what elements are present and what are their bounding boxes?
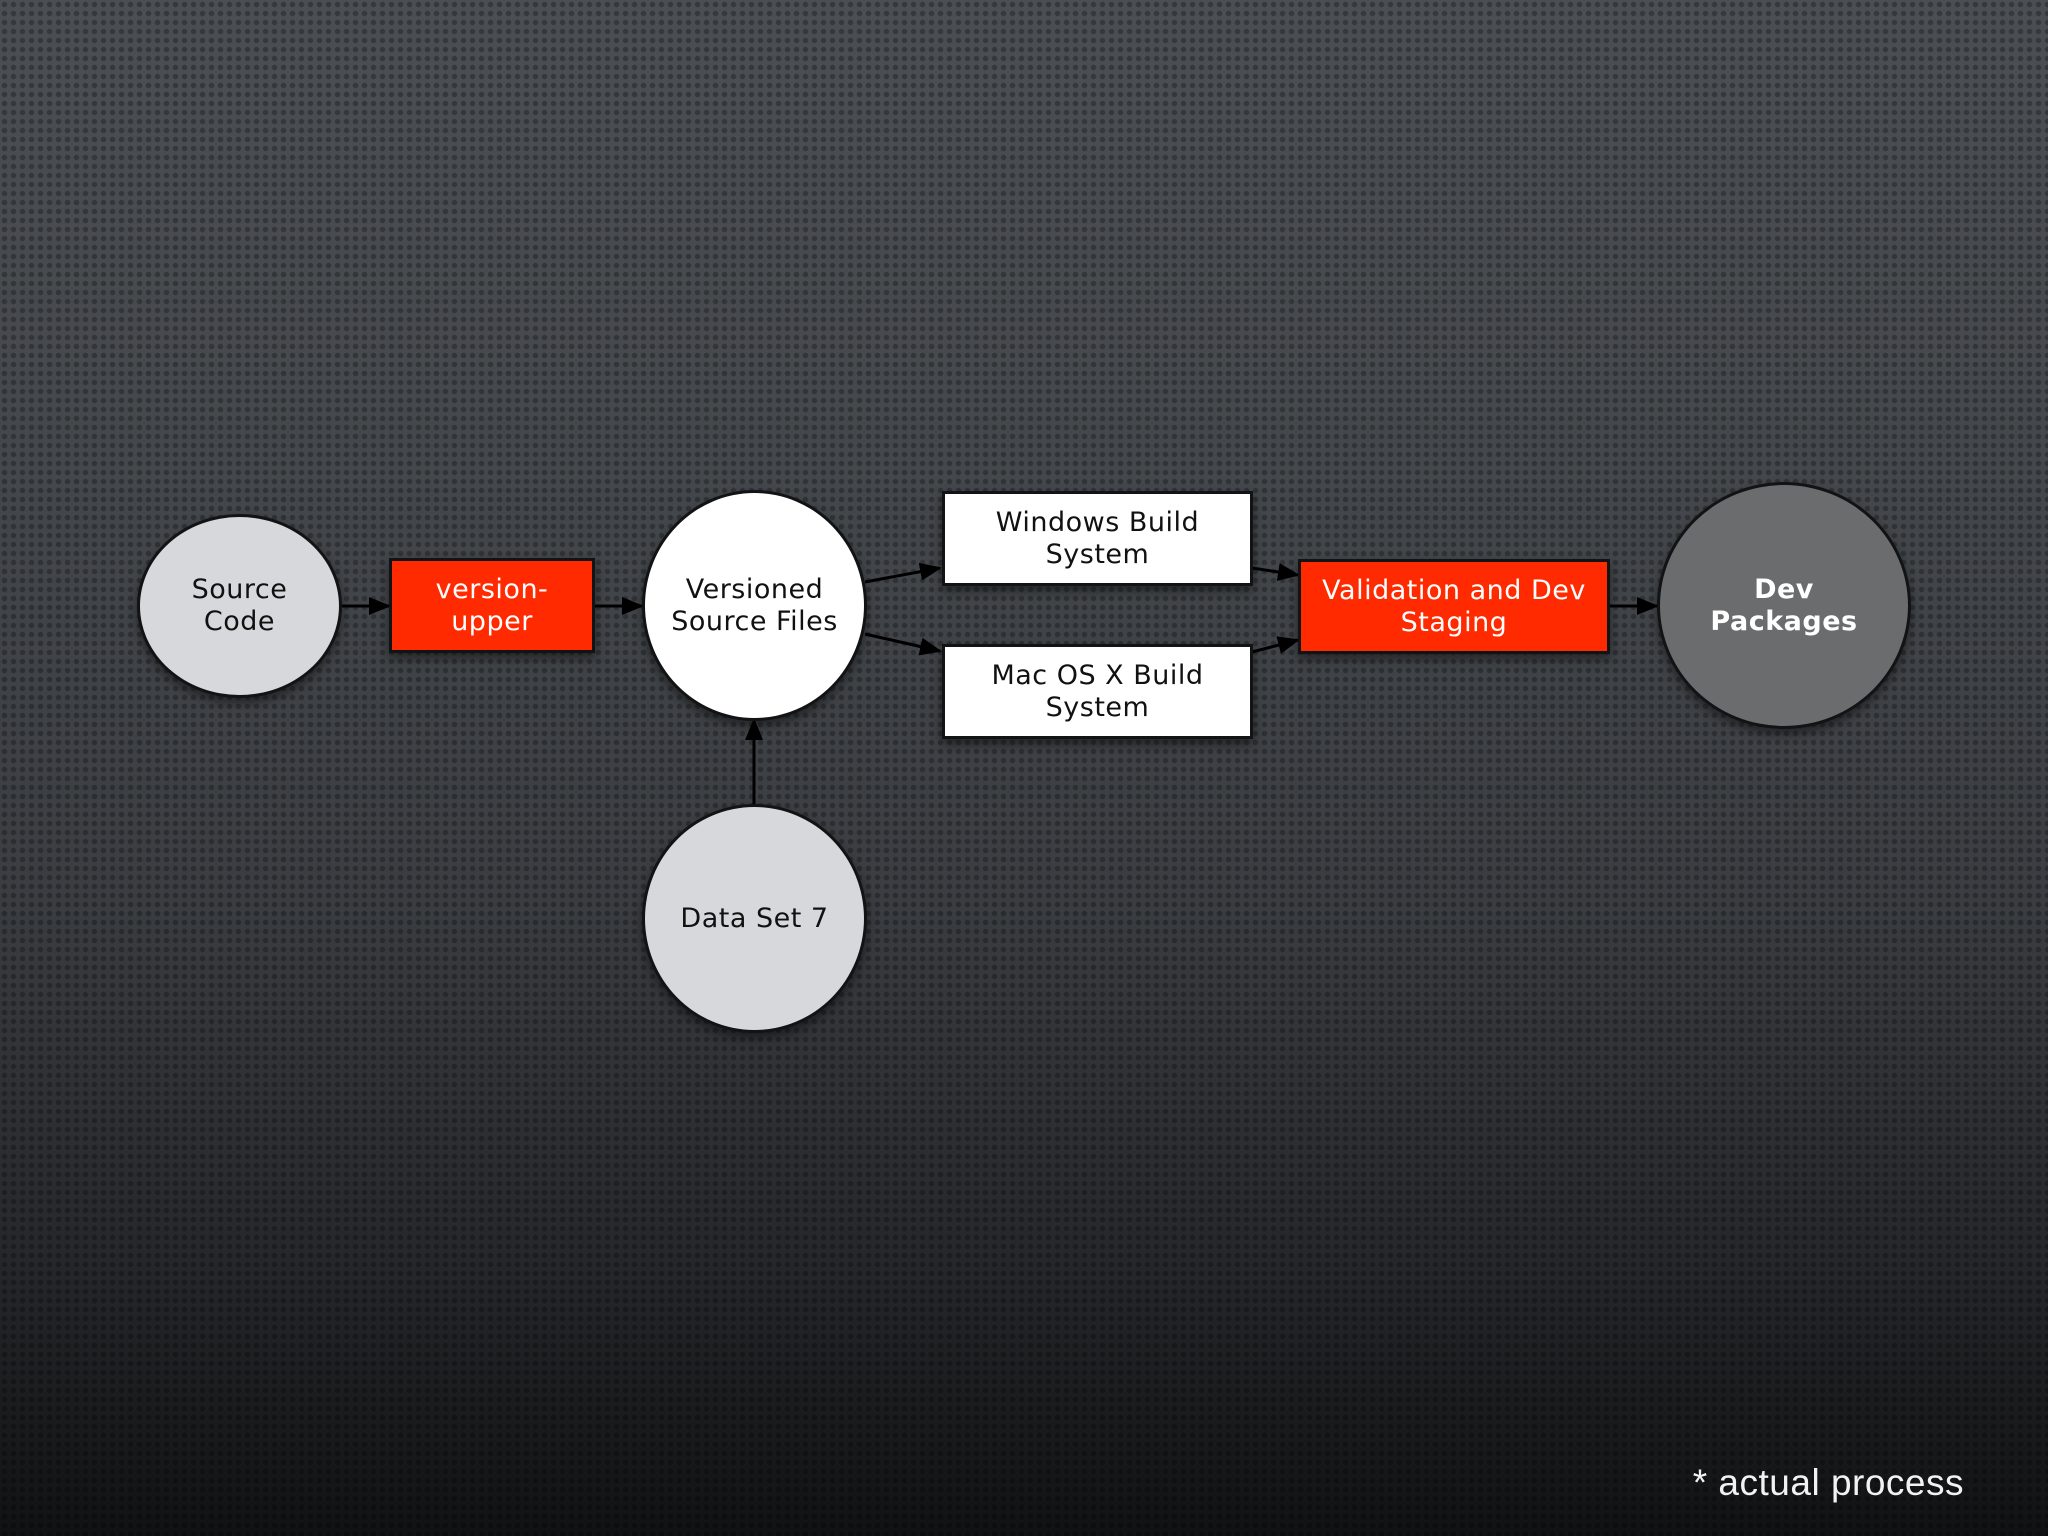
arrow-mac-to-validation: [1251, 636, 1300, 654]
arrow-versioned-to-windows: [864, 562, 942, 584]
windows-build-system-label: Windows Build System: [995, 506, 1200, 570]
validation-staging-label: Validation and Dev Staging: [1322, 574, 1586, 638]
version-upper-node: version- upper: [389, 558, 595, 653]
validation-staging-node: Validation and Dev Staging: [1298, 559, 1610, 654]
dev-packages-node: Dev Packages: [1657, 482, 1911, 729]
data-set-label: Data Set 7: [680, 902, 829, 934]
mac-build-system-label: Mac OS X Build System: [991, 659, 1204, 723]
versioned-source-files-label: Versioned Source Files: [671, 573, 838, 637]
data-set-node: Data Set 7: [642, 804, 867, 1033]
source-code-label: Source Code: [191, 574, 288, 637]
footnote: * actual process: [1692, 1462, 1964, 1503]
windows-build-system-node: Windows Build System: [942, 491, 1253, 586]
arrow-windows-to-validation: [1251, 563, 1300, 581]
versioned-source-files-node: Versioned Source Files: [642, 490, 867, 721]
dev-packages-label: Dev Packages: [1710, 573, 1858, 637]
version-upper-label: version- upper: [435, 573, 549, 637]
arrow-versioned-to-mac: [864, 632, 942, 656]
source-code-node: Source Code: [137, 514, 342, 698]
mac-build-system-node: Mac OS X Build System: [942, 644, 1253, 739]
